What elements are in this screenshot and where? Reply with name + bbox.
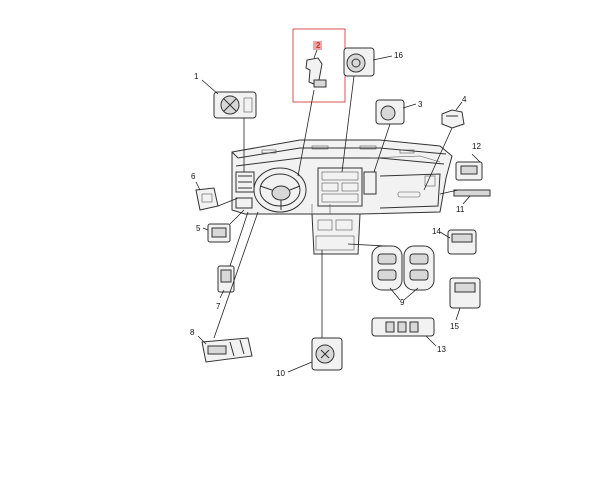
- part-6-panel: [195, 181, 219, 211]
- callout-3: 3: [418, 100, 423, 109]
- part-8-housing: [197, 335, 253, 363]
- callout-1: 1: [194, 72, 199, 81]
- part-5-switch: [202, 223, 231, 243]
- part-11-leader: [462, 195, 471, 205]
- callout-13: 13: [437, 345, 446, 354]
- callout-15: 15: [450, 322, 459, 331]
- callout-12: 12: [472, 142, 481, 151]
- callout-11: 11: [456, 205, 465, 214]
- part-3-switch: [375, 99, 417, 125]
- part-16-control-knob: [343, 47, 393, 77]
- callout-2: 2: [316, 41, 321, 50]
- part-13-control-panel: [371, 317, 437, 347]
- part-1-light-switch: [201, 79, 257, 119]
- callout-16: 16: [394, 51, 403, 60]
- highlight-part-2: [292, 28, 346, 103]
- part-12-switch: [455, 153, 483, 181]
- callout-6: 6: [191, 172, 196, 181]
- part-4-bracket: [441, 101, 465, 129]
- callout-8: 8: [190, 328, 195, 337]
- callout-14: 14: [432, 227, 441, 236]
- assembly-leaders: [213, 75, 459, 339]
- callout-9: 9: [400, 298, 405, 307]
- part-15-switch: [449, 277, 481, 321]
- instrument-panel: [231, 139, 491, 255]
- part-14-switch: [439, 229, 477, 255]
- callout-5: 5: [196, 224, 201, 233]
- part-9-control-pair: [371, 245, 435, 301]
- callout-7: 7: [216, 302, 221, 311]
- callout-10: 10: [276, 369, 285, 378]
- part-7-switch: [217, 265, 235, 299]
- part-10-control-knob: [287, 337, 343, 373]
- callout-4: 4: [462, 95, 467, 104]
- callout-labels: 2 1 16 3 4 12 11 6 5 14 7 9 15 8 13 10: [190, 41, 481, 378]
